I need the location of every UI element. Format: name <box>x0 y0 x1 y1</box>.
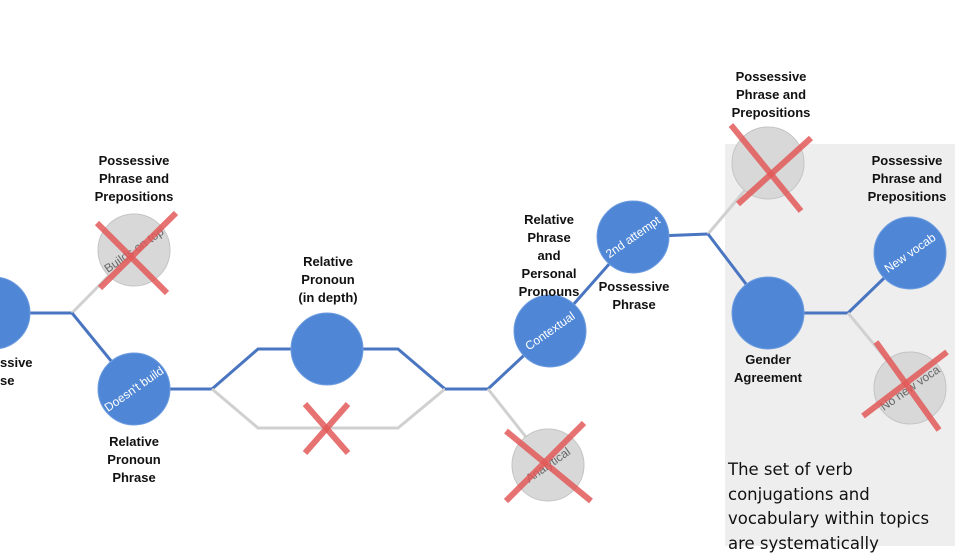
diagram-nodes: Builds on top Doesn't build Contextual A… <box>0 126 947 502</box>
label-relative-pronoun-phrase: Relative Pronoun Phrase <box>107 434 161 485</box>
node-left-partial <box>0 277 31 349</box>
label-relative-pronoun-in-depth: Relative Pronoun (in depth) <box>298 254 358 305</box>
label-possessive-top-mid: Possessive Phrase and Prepositions <box>731 69 811 120</box>
node-second-attempt: 2nd attempt <box>596 200 670 274</box>
label-relative-personal: Relative Phrase and Personal Pronouns <box>518 212 580 299</box>
label-left-partial: ssive se <box>0 355 33 388</box>
cross-mark-top-node <box>728 123 814 213</box>
node-new-vocab: New vocab <box>873 216 947 290</box>
cross-mark-builds-on-top <box>94 210 179 296</box>
label-possessive-phrase: Possessive Phrase <box>598 279 670 312</box>
node-contextual: Contextual <box>513 294 587 368</box>
cross-mark-lower-branch <box>302 402 351 455</box>
node-doesnt-build: Doesn't build <box>97 352 171 426</box>
cross-marks <box>94 123 949 504</box>
label-gender-agreement: Gender Agreement <box>734 352 802 385</box>
label-possessive-top-right: Possessive Phrase and Prepositions <box>867 153 947 204</box>
cross-mark-analytical <box>503 420 593 504</box>
panel-note: The set of verb conjugations and vocabul… <box>728 460 930 553</box>
cross-mark-no-new-vocab <box>861 340 949 432</box>
label-possessive-top-left: Possessive Phrase and Prepositions <box>94 153 174 204</box>
node-gender-agreement <box>731 276 805 350</box>
node-relative-in-depth <box>290 312 364 386</box>
